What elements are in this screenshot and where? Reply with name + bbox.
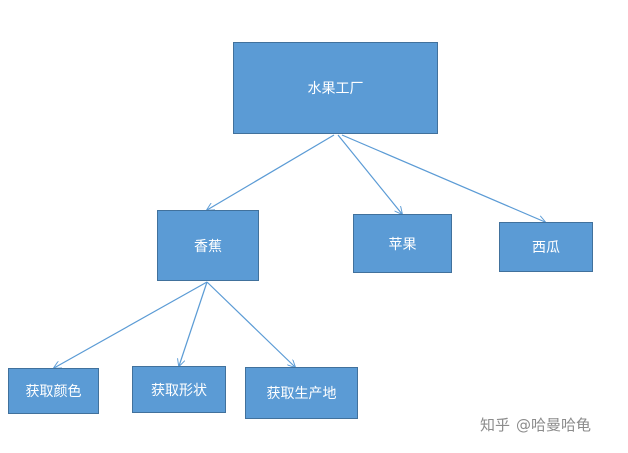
node-fruit-factory: 水果工厂	[233, 42, 438, 134]
arrow-root-to-melon	[341, 134, 545, 222]
watermark-author: @哈曼哈龟	[516, 416, 592, 434]
node-watermelon: 西瓜	[499, 222, 593, 272]
watermark: 知乎 @哈曼哈龟	[480, 414, 591, 435]
arrow-banana-to-get_color	[54, 281, 208, 368]
arrow-root-to-apple	[337, 134, 402, 214]
arrow-banana-to-get_shape	[179, 281, 208, 366]
watermark-site: 知乎	[480, 416, 511, 434]
node-apple: 苹果	[353, 214, 452, 273]
node-get-shape: 获取形状	[132, 366, 226, 413]
node-get-color: 获取颜色	[8, 368, 99, 414]
node-get-origin: 获取生产地	[245, 367, 358, 419]
arrow-root-to-banana	[207, 134, 335, 210]
node-banana: 香蕉	[157, 210, 259, 281]
arrow-banana-to-get_origin	[206, 281, 295, 367]
